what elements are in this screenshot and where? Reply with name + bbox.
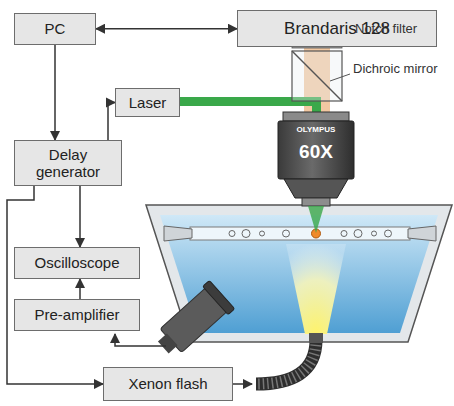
callout-label: Notch filter xyxy=(355,22,417,36)
light-cone xyxy=(286,244,346,334)
focused-laser xyxy=(308,206,324,233)
objective-tip xyxy=(302,198,330,206)
light-guide-ridges xyxy=(256,340,316,384)
signal-connector xyxy=(108,103,115,141)
beam-splitter-cube xyxy=(292,51,342,101)
signal-connector xyxy=(79,279,81,299)
leader-line xyxy=(330,74,350,81)
transducer-cable xyxy=(115,334,166,346)
objective xyxy=(283,112,349,121)
flash-arrow xyxy=(233,383,252,385)
box-text: Pre-amplifier xyxy=(34,306,119,323)
instrument-box: Laser xyxy=(115,88,180,117)
objective xyxy=(278,121,354,179)
light-guide xyxy=(256,340,316,384)
box-text: Laser xyxy=(129,94,167,111)
signal-connector xyxy=(96,28,237,30)
box-text: Oscilloscope xyxy=(34,254,119,271)
objective xyxy=(284,179,348,198)
capillary-fitting xyxy=(164,226,192,241)
transducer xyxy=(151,280,235,361)
instrument-box: Delay generator xyxy=(14,140,122,186)
instrument-box: Oscilloscope xyxy=(14,247,140,279)
brand-text: OLYMPUS xyxy=(297,126,336,135)
box-text: Delay generator xyxy=(15,146,121,181)
box-text: Xenon flash xyxy=(128,375,207,392)
instrument-box: Pre-amplifier xyxy=(14,299,140,331)
fiber-ferrule xyxy=(309,333,323,343)
magnification-text: 60X xyxy=(299,142,333,163)
capillary-fitting xyxy=(408,226,436,241)
bubbles xyxy=(229,230,392,238)
signal-connector xyxy=(54,45,56,140)
instrument-box: Xenon flash xyxy=(103,367,233,401)
signal-connector xyxy=(7,186,103,384)
box-text: PC xyxy=(45,20,66,37)
callout-label: Dichroic mirror xyxy=(353,62,438,76)
capillary xyxy=(190,227,410,240)
signal-connector xyxy=(79,186,81,247)
instrument-box: PC xyxy=(14,13,96,45)
dichroic-mirror xyxy=(292,51,342,101)
